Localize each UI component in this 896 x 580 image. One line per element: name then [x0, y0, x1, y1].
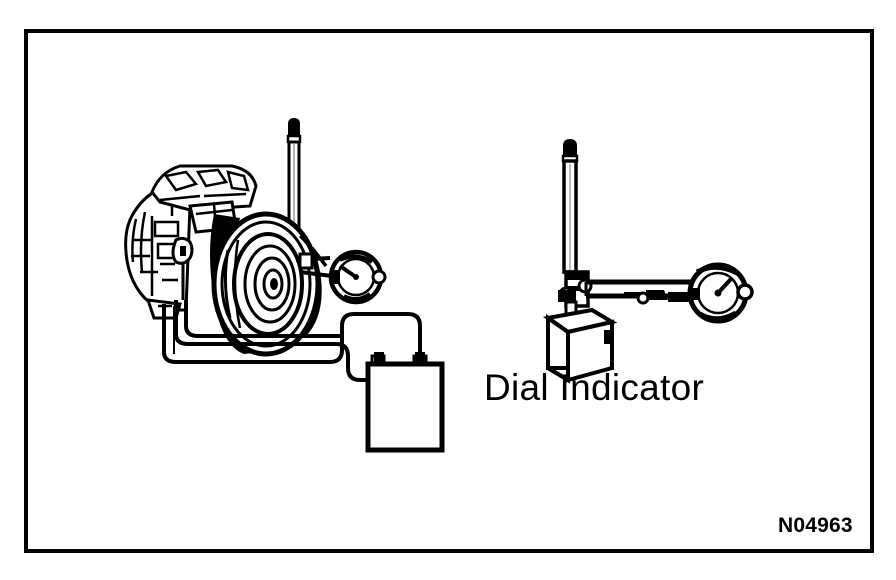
battery	[365, 352, 445, 453]
compressor-head	[150, 164, 258, 300]
figure-border	[24, 29, 874, 553]
magnetic-base	[542, 307, 618, 384]
compressor-assembly	[124, 118, 445, 453]
dial-indicator-on-compressor	[295, 246, 387, 305]
magnetic-base-dial-indicator	[542, 139, 754, 384]
dial-indicator-caption: Dial Indicator	[484, 367, 705, 408]
indicator-vertical-post	[561, 139, 579, 274]
dial-gauge	[687, 262, 754, 324]
compressor-pulley-clutch	[210, 211, 322, 357]
compressor-housing	[124, 184, 192, 320]
figure-id-label: N04963	[778, 514, 853, 537]
